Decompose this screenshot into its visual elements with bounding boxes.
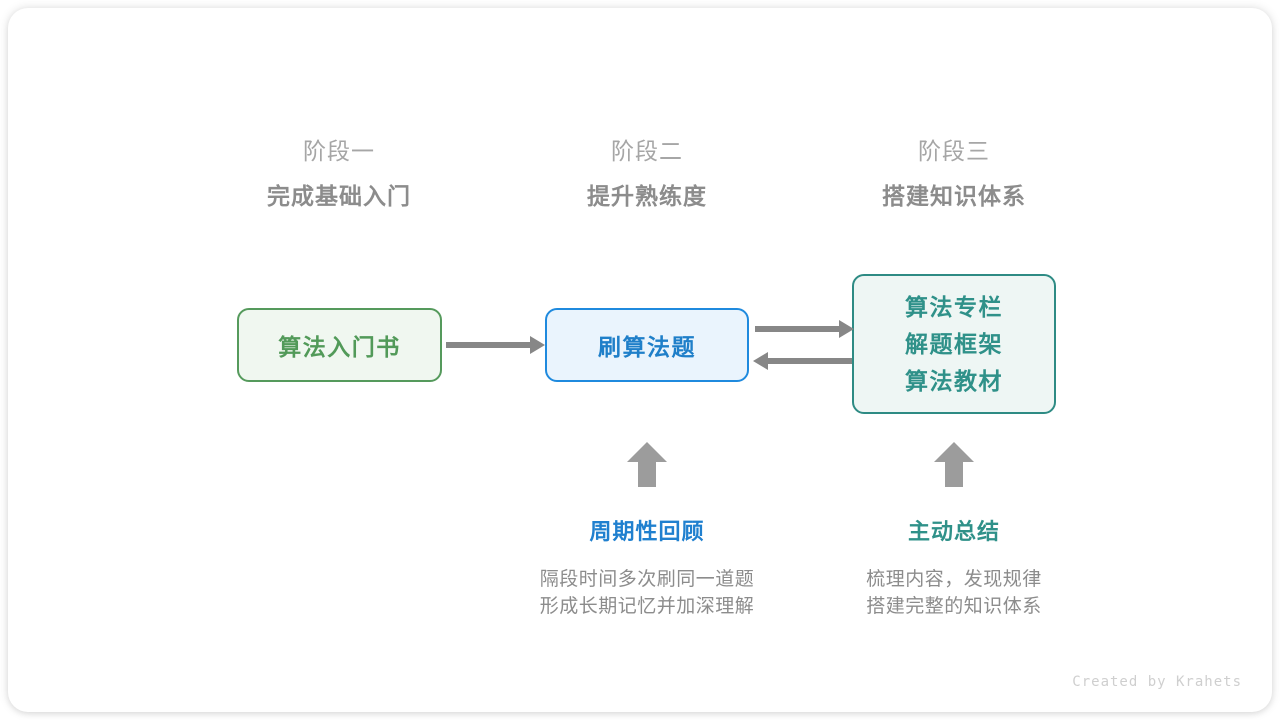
annotation-review-desc-line-2: 形成长期记忆并加深理解 <box>539 596 755 617</box>
arrow-book-to-practice-icon <box>446 336 545 354</box>
annotation-summary-desc-line-2: 搭建完整的知识体系 <box>866 596 1042 617</box>
stage-index-3: 阶段三 <box>918 138 990 164</box>
node-book-label: 算法入门书 <box>278 334 401 360</box>
stage-header-3: 阶段三 搭建知识体系 <box>824 136 1084 211</box>
stage-index-1: 阶段一 <box>303 138 375 164</box>
arrow-up-review-shaft <box>638 460 656 487</box>
arrow-up-summary-head <box>934 442 974 462</box>
annotation-review-title: 周期性回顾 <box>589 519 705 544</box>
arrow-system-to-practice-icon <box>753 352 852 370</box>
arrow-up-review-icon <box>627 442 667 487</box>
stage-header-1: 阶段一 完成基础入门 <box>209 136 469 211</box>
node-system-line-1: 算法专栏 <box>905 293 1003 320</box>
arrow-practice-to-system-icon <box>755 320 854 338</box>
annotation-periodic-review: 周期性回顾 隔段时间多次刷同一道题 形成长期记忆并加深理解 <box>497 518 797 620</box>
node-practice-label: 刷算法题 <box>598 334 696 360</box>
stage-header-2: 阶段二 提升熟练度 <box>517 136 777 211</box>
credit-text: Created by Krahets <box>1072 674 1242 690</box>
annotation-review-description: 隔段时间多次刷同一道题 形成长期记忆并加深理解 <box>497 566 797 620</box>
arrow-up-summary-icon <box>934 442 974 487</box>
stage-index-2: 阶段二 <box>611 138 683 164</box>
annotation-summary-description: 梳理内容，发现规律 搭建完整的知识体系 <box>804 566 1104 620</box>
node-system-line-3: 算法教材 <box>905 367 1003 394</box>
node-practice-problems: 刷算法题 <box>545 308 749 382</box>
stage-title-3: 搭建知识体系 <box>882 183 1026 209</box>
arrow-up-summary-shaft <box>945 460 963 487</box>
annotation-summary-desc-line-1: 梳理内容，发现规律 <box>866 569 1042 590</box>
annotation-summary-title: 主动总结 <box>907 519 1000 544</box>
diagram-canvas: 阶段一 完成基础入门 阶段二 提升熟练度 阶段三 搭建知识体系 算法入门书 刷算… <box>8 8 1272 712</box>
node-algorithm-intro-book: 算法入门书 <box>237 308 442 382</box>
node-system-line-2: 解题框架 <box>905 330 1003 357</box>
stage-title-1: 完成基础入门 <box>267 183 411 209</box>
stage-title-2: 提升熟练度 <box>587 183 707 209</box>
arrow-up-review-head <box>627 442 667 462</box>
node-knowledge-system: 算法专栏 解题框架 算法教材 <box>852 274 1056 414</box>
annotation-active-summary: 主动总结 梳理内容，发现规律 搭建完整的知识体系 <box>804 518 1104 620</box>
annotation-review-desc-line-1: 隔段时间多次刷同一道题 <box>539 569 755 590</box>
